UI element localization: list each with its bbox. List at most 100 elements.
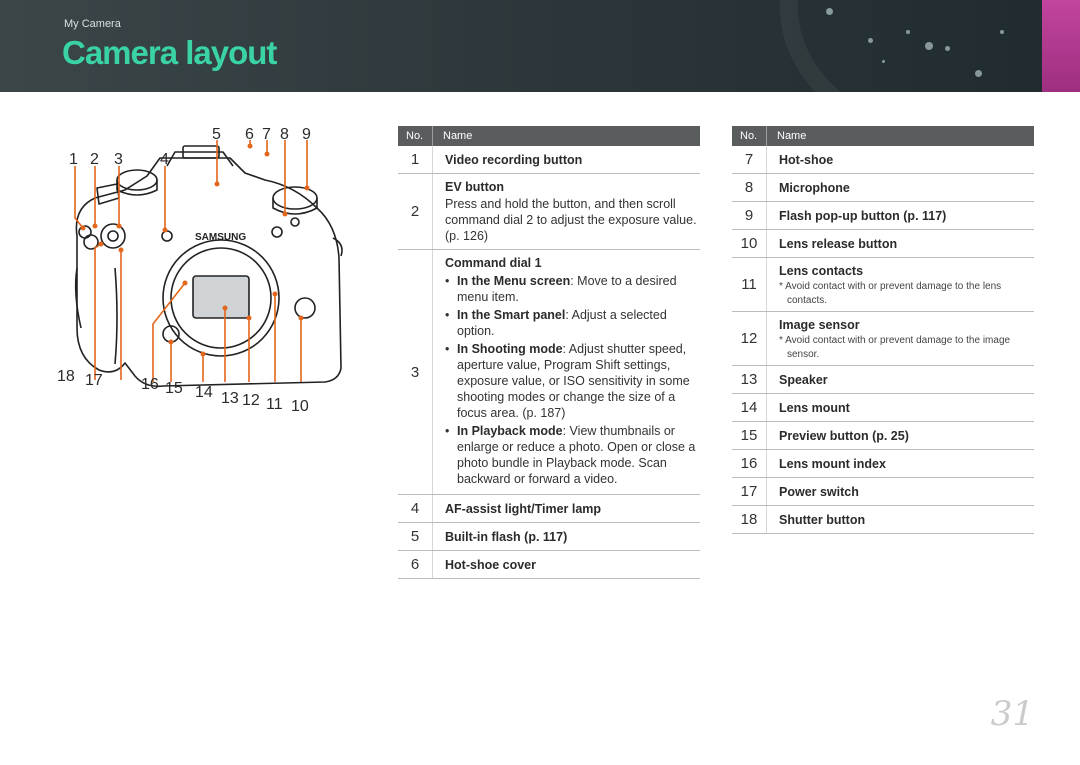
bokeh-light [906, 30, 910, 34]
part-note: * Avoid contact with or prevent damage t… [779, 281, 1002, 306]
part-number: 4 [410, 500, 420, 517]
part-name: Image sensor [779, 318, 860, 332]
column-header-name: Name [432, 126, 472, 146]
breadcrumb[interactable]: My Camera [64, 18, 121, 30]
part-number: 1 [410, 151, 420, 168]
table-row: 6 Hot-shoe cover [398, 551, 700, 579]
page-header: My Camera Camera layout [0, 0, 1080, 92]
callout-number: 13 [221, 390, 239, 407]
callout-number: 9 [302, 126, 311, 143]
part-name: Hot-shoe cover [445, 558, 536, 572]
bokeh-light [1000, 30, 1004, 34]
part-note: * Avoid contact with or prevent damage t… [779, 335, 1011, 360]
column-header-name: Name [766, 126, 806, 146]
part-name: Built-in flash (p. 117) [445, 530, 568, 544]
page-number: 31 [990, 694, 1034, 734]
callout-number: 3 [114, 151, 123, 168]
callout-number: 4 [160, 151, 169, 168]
table-row: 10 Lens release button [732, 230, 1034, 258]
part-number: 17 [740, 483, 758, 500]
part-number: 13 [740, 371, 758, 388]
brand-logo: SAMSUNG [195, 232, 246, 243]
section-tab[interactable] [1042, 0, 1080, 92]
part-name: EV button [445, 180, 505, 194]
part-number: 8 [744, 179, 754, 196]
table-row: 7 Hot-shoe [732, 146, 1034, 174]
table-row: 18 Shutter button [732, 506, 1034, 534]
camera-illustration: SAMSUNG [74, 140, 343, 388]
part-name: AF-assist light/Timer lamp [445, 502, 602, 516]
part-number: 15 [740, 427, 758, 444]
table-row: 14 Lens mount [732, 394, 1034, 422]
part-number: 11 [741, 276, 757, 293]
page-title: Camera layout [62, 34, 277, 71]
table-row: 9 Flash pop-up button (p. 117) [732, 202, 1034, 230]
part-name: Speaker [779, 373, 828, 387]
callout-number: 1 [69, 151, 78, 168]
table-row: 1 Video recording button [398, 146, 700, 174]
callout-number: 10 [291, 398, 309, 415]
bokeh-light [868, 38, 873, 43]
part-name: Hot-shoe [779, 153, 834, 167]
part-number: 18 [740, 511, 758, 528]
table-row: 2 EV button Press and hold the button, a… [398, 174, 700, 250]
part-name: Shutter button [779, 513, 866, 527]
callout-number: 5 [212, 126, 221, 143]
table-row: 12 Image sensor * Avoid contact with or … [732, 312, 1034, 366]
part-number: 7 [744, 151, 754, 168]
callout-number: 18 [57, 368, 75, 385]
table-row: 8 Microphone [732, 174, 1034, 202]
part-number: 6 [410, 556, 420, 573]
callout-number: 17 [85, 372, 103, 389]
part-number: 2 [410, 203, 420, 220]
part-number: 5 [410, 528, 420, 545]
part-number: 9 [744, 207, 754, 224]
callout-number: 7 [262, 126, 271, 143]
callout-number: 6 [245, 126, 254, 143]
table-row: 5 Built-in flash (p. 117) [398, 523, 700, 551]
bokeh-light [945, 46, 950, 51]
part-description: Press and hold the button, and then scro… [445, 197, 697, 243]
callout-number: 2 [90, 151, 99, 168]
bokeh-light [925, 42, 933, 50]
part-number: 16 [740, 455, 758, 472]
table-header: No. Name [398, 126, 700, 146]
bullet-item: In the Menu screen: Move to a desired me… [445, 273, 700, 305]
callout-number: 11 [266, 396, 283, 413]
column-header-no: No. [740, 130, 758, 142]
part-name: Power switch [779, 485, 859, 499]
parts-table-right: No. Name 7 Hot-shoe 8 Microphone 9 Flash… [732, 126, 1034, 534]
column-header-no: No. [406, 130, 424, 142]
table-row: 4 AF-assist light/Timer lamp [398, 495, 700, 523]
part-name: Command dial 1 [445, 256, 542, 270]
part-number: 12 [740, 330, 758, 347]
bullet-item: In the Smart panel: Adjust a selected op… [445, 307, 700, 339]
parts-table-left: No. Name 1 Video recording button 2 EV b… [398, 126, 700, 579]
bullet-list: In the Menu screen: Move to a desired me… [445, 273, 700, 487]
part-name: Flash pop-up button (p. 117) [779, 209, 947, 223]
part-name: Microphone [779, 181, 850, 195]
part-name: Lens mount [779, 401, 850, 415]
bokeh-light [882, 60, 885, 63]
part-name: Preview button (p. 25) [779, 429, 909, 443]
camera-diagram: SAMSUNG [55, 118, 355, 428]
bokeh-light [975, 70, 982, 77]
part-number: 3 [410, 363, 420, 381]
part-number: 10 [740, 235, 758, 252]
part-name: Video recording button [445, 153, 583, 167]
table-row: 16 Lens mount index [732, 450, 1034, 478]
bokeh-light [826, 8, 833, 15]
part-name: Lens release button [779, 237, 898, 251]
table-row: 11 Lens contacts * Avoid contact with or… [732, 258, 1034, 312]
table-row: 15 Preview button (p. 25) [732, 422, 1034, 450]
table-header: No. Name [732, 126, 1034, 146]
table-row: 17 Power switch [732, 478, 1034, 506]
part-name: Lens contacts [779, 264, 864, 278]
bullet-item: In Shooting mode: Adjust shutter speed, … [445, 341, 700, 421]
bullet-item: In Playback mode: View thumbnails or enl… [445, 423, 700, 487]
part-name: Lens mount index [779, 457, 886, 471]
table-row: 3 Command dial 1 In the Menu screen: Mov… [398, 250, 700, 495]
callout-number: 15 [165, 380, 183, 397]
callout-number: 14 [195, 384, 213, 401]
callout-number: 16 [141, 376, 159, 393]
